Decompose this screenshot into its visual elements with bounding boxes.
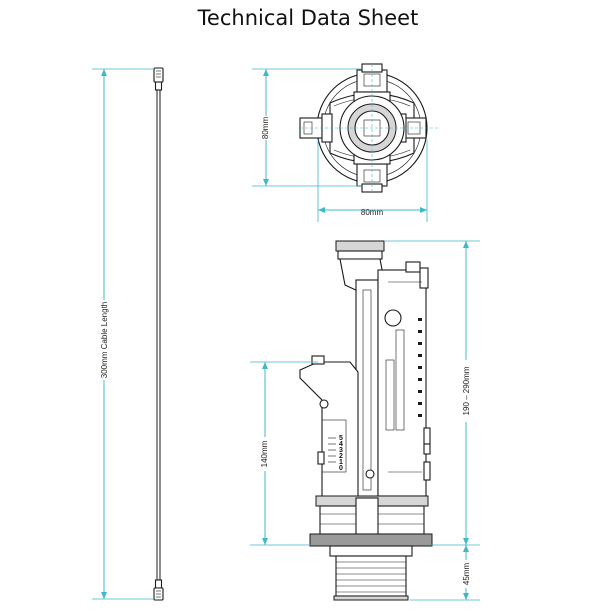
- flush-volume-scale: 5 4 3 2 1 0: [328, 435, 343, 472]
- thread-height-dimension: 45mm: [410, 545, 480, 601]
- scale-mark: 1: [339, 459, 343, 466]
- cable-drawing: [153, 67, 164, 601]
- scale-mark: 0: [339, 465, 343, 472]
- cable-length-label: 300mm Cable Length: [100, 302, 109, 379]
- top-width-label: 80mm: [361, 208, 384, 217]
- scale-mark: 3: [339, 447, 343, 454]
- thread-height-label: 45mm: [462, 563, 471, 586]
- total-height-dimension: 190 – 290mm: [385, 240, 480, 546]
- total-height-label: 190 – 290mm: [462, 366, 471, 415]
- top-width-dimension: 80mm: [317, 140, 428, 222]
- top-height-dimension: 80mm: [252, 68, 362, 187]
- lower-height-dimension: 140mm: [250, 361, 318, 546]
- scale-mark: 5: [339, 435, 343, 442]
- page-title: Technical Data Sheet: [197, 6, 419, 30]
- cable-length-dimension: 300mm Cable Length: [92, 68, 154, 600]
- top-height-label: 80mm: [261, 117, 270, 140]
- top-view-drawing: [299, 63, 440, 194]
- scale-mark: 4: [339, 441, 343, 448]
- side-view-drawing: [299, 240, 433, 601]
- lower-height-label: 140mm: [260, 440, 269, 467]
- height-adjust-ticks: [418, 318, 431, 481]
- scale-mark: 2: [339, 453, 343, 460]
